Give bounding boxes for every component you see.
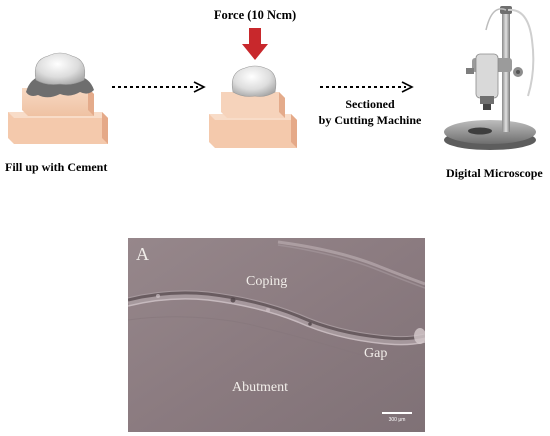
cement-specimen-illustration (8, 52, 108, 144)
digital-microscope-label: Digital Microscope (446, 166, 543, 180)
crown (231, 65, 277, 97)
cutting-machine-label: by Cutting Machine (318, 113, 422, 127)
coping-label: Coping (246, 274, 288, 289)
force-arrow-icon (242, 28, 268, 60)
force-label: Force (10 Ncm) (213, 8, 297, 22)
scale-bar-label: 300 μm (388, 417, 406, 423)
micrograph-texture (128, 238, 425, 432)
micrograph-panel: A Coping Gap Abutment 300 μm (128, 238, 425, 432)
digital-microscope-illustration (444, 6, 536, 150)
crown (34, 52, 86, 85)
sectioned-label: Sectioned (345, 97, 395, 111)
base-block-lower (8, 112, 108, 144)
process-arrow-2 (320, 81, 414, 93)
base-block-lower (209, 114, 297, 148)
fill-cement-label: Fill up with Cement (5, 160, 108, 174)
loaded-specimen-illustration (209, 65, 297, 148)
abutment-label: Abutment (232, 380, 288, 395)
gap-label: Gap (364, 346, 388, 361)
process-arrow-1 (112, 81, 206, 93)
base-block-upper (221, 92, 285, 118)
panel-letter: A (136, 244, 149, 264)
scale-bar (382, 412, 412, 414)
